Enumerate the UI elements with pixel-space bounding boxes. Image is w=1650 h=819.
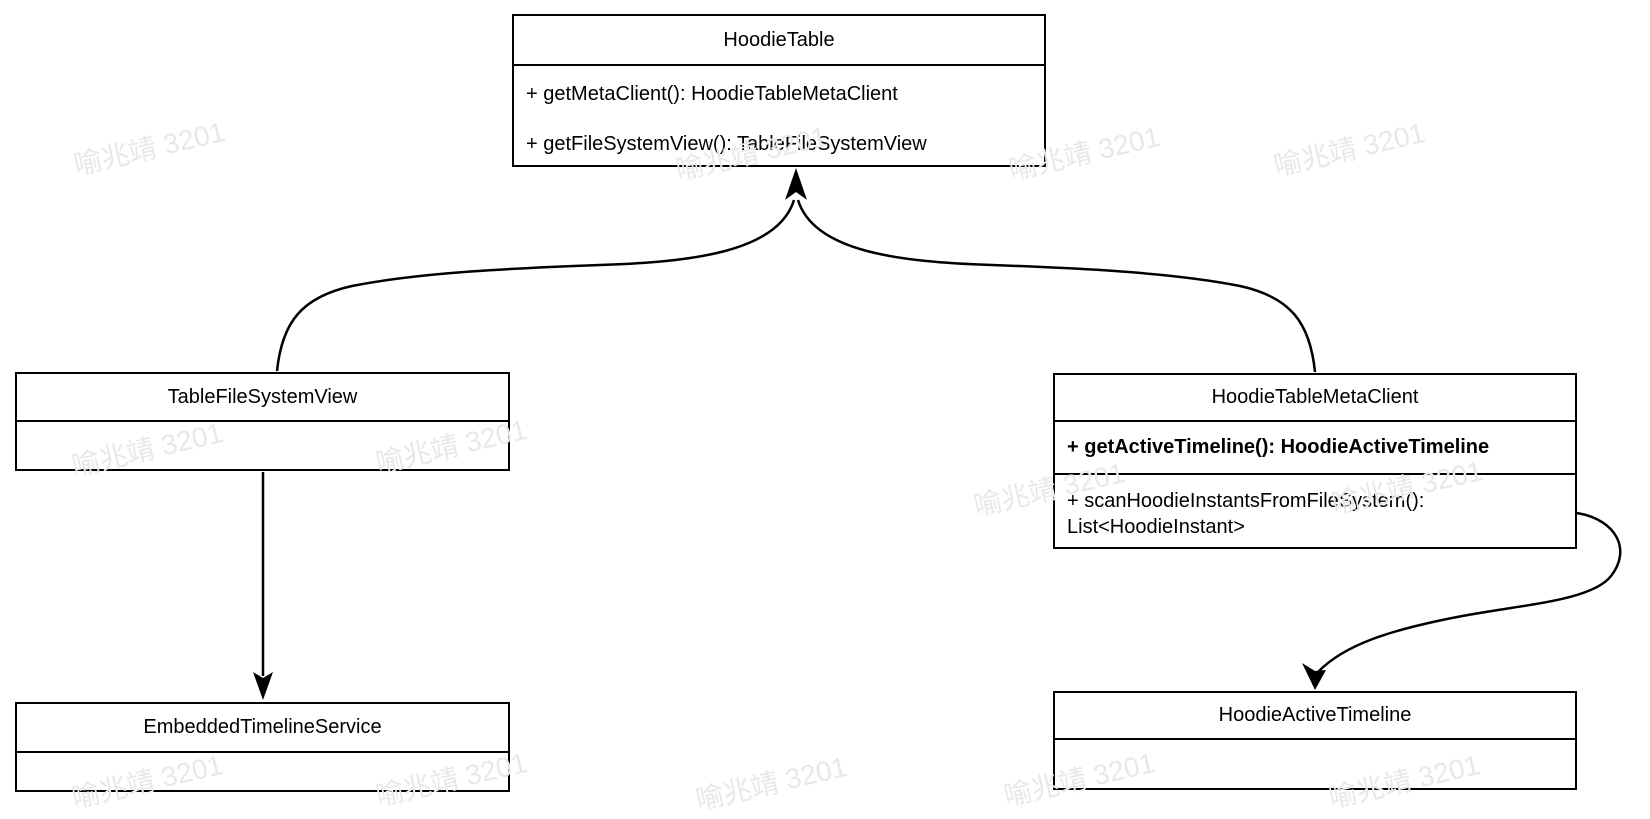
class-embeddedtimelineservice: EmbeddedTimelineService	[15, 702, 510, 792]
connector-tablefilesystemview-to-hoodietable	[275, 199, 796, 372]
class-hoodietablemetaclient: HoodieTableMetaClient + getActiveTimelin…	[1053, 373, 1577, 549]
watermark: 喻兆靖 3201	[70, 116, 228, 181]
class-members-tablefilesystemview-empty	[17, 422, 508, 467]
member-getmetaclient: + getMetaClient(): HoodieTableMetaClient	[526, 83, 898, 105]
class-title-hoodieactivetimeline: HoodieActiveTimeline	[1055, 693, 1575, 740]
watermark: 喻兆靖 3201	[1270, 117, 1428, 182]
member-getfilesystemview: + getFileSystemView(): TableFileSystemVi…	[526, 133, 927, 155]
class-title-hoodietable: HoodieTable	[514, 16, 1044, 66]
class-members-hoodietablemetaclient-2: + scanHoodieInstantsFromFileSystem(): Li…	[1055, 475, 1575, 540]
class-members-hoodieactivetimeline-empty	[1055, 740, 1575, 788]
connector-hoodietablemetaclient-to-hoodietable	[796, 199, 1317, 373]
class-members-hoodietable: + getMetaClient(): HoodieTableMetaClient…	[514, 66, 1044, 169]
member-scanhoodieinstants: + scanHoodieInstantsFromFileSystem(): Li…	[1067, 490, 1425, 538]
watermark: 喻兆靖 3201	[692, 751, 850, 816]
class-members-hoodietablemetaclient-1: + getActiveTimeline(): HoodieActiveTimel…	[1055, 422, 1575, 475]
arrowhead-hoodietable	[785, 168, 807, 200]
arrowhead-embeddedtimelineservice	[253, 672, 273, 700]
arrowhead-hoodieactivetimeline	[1302, 663, 1326, 690]
class-title-embeddedtimelineservice: EmbeddedTimelineService	[17, 704, 508, 753]
class-hoodietable: HoodieTable + getMetaClient(): HoodieTab…	[512, 14, 1046, 167]
class-title-hoodietablemetaclient: HoodieTableMetaClient	[1055, 375, 1575, 422]
member-getactivetimeline: + getActiveTimeline(): HoodieActiveTimel…	[1067, 436, 1490, 458]
class-title-tablefilesystemview: TableFileSystemView	[17, 374, 508, 422]
class-hoodieactivetimeline: HoodieActiveTimeline	[1053, 691, 1577, 790]
class-tablefilesystemview: TableFileSystemView	[15, 372, 510, 471]
class-members-embeddedtimelineservice-empty	[17, 753, 508, 790]
